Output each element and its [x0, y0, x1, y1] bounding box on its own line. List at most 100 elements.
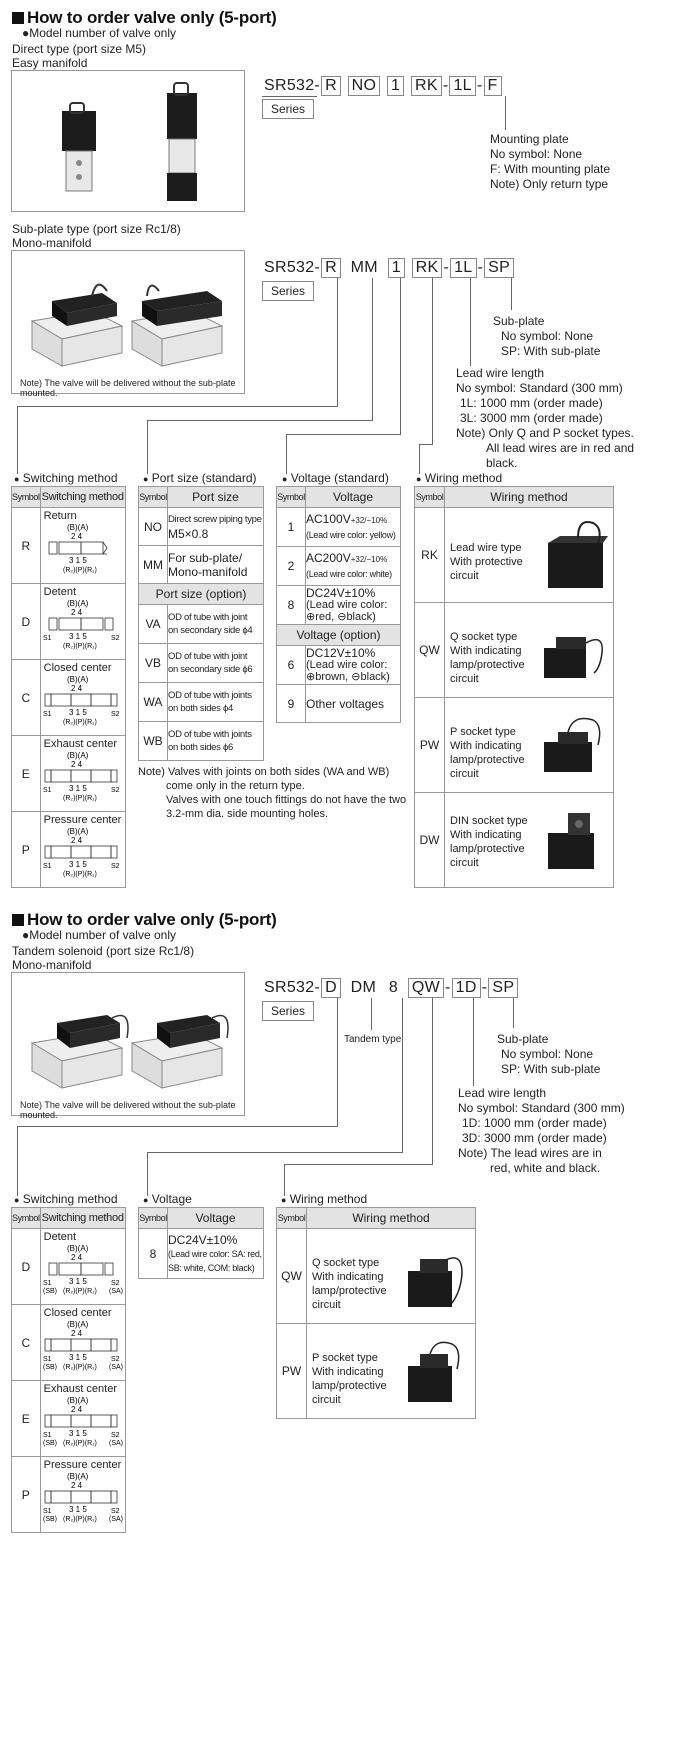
- tandem-voltage-title: ● Voltage: [143, 1192, 192, 1206]
- svg-text:(SB): (SB): [43, 1364, 57, 1371]
- tandem-leadwire-info: Lead wire length No symbol: Standard (30…: [458, 1086, 625, 1175]
- series-label-2: Series: [262, 281, 315, 301]
- section1-title: How to order valve only (5-port): [12, 8, 277, 28]
- direct-type-photo: [11, 70, 245, 212]
- svg-text:S1: S1: [43, 1432, 52, 1439]
- subplate-type-label: Sub-plate type (port size Rc1/8): [12, 222, 181, 236]
- voltage-title: ● Voltage (standard): [282, 471, 389, 485]
- svg-text:(R₂)(P)(R₁): (R₂)(P)(R₁): [63, 871, 97, 878]
- tandem-type-label: Tandem type: [344, 1034, 402, 1045]
- tandem-switching-title: ● Switching method: [14, 1192, 118, 1206]
- svg-text:2 4: 2 4: [71, 836, 83, 845]
- svg-text:(R₂)(P)(R₁): (R₂)(P)(R₁): [63, 643, 97, 650]
- svg-text:S2: S2: [111, 1508, 120, 1515]
- svg-text:S2: S2: [111, 1432, 120, 1439]
- section2-subtitle: ●Model number of valve only: [22, 928, 176, 942]
- wiring-title: ● Wiring method: [416, 471, 503, 485]
- svg-text:3 1 5: 3 1 5: [69, 1505, 87, 1514]
- svg-text:3 1 5: 3 1 5: [69, 556, 87, 565]
- tandem-subplate-info: Sub-plate No symbol: None SP: With sub-p…: [497, 1032, 601, 1076]
- svg-text:S2: S2: [111, 711, 120, 718]
- svg-text:(SA): (SA): [109, 1288, 123, 1295]
- svg-text:S1: S1: [43, 787, 52, 794]
- model-code-2: SR532-R MM 1 RK-1L-SP: [264, 258, 515, 278]
- svg-text:3 1 5: 3 1 5: [69, 1429, 87, 1438]
- svg-text:S1: S1: [43, 1356, 52, 1363]
- tandem-wiring-title: ● Wiring method: [281, 1192, 368, 1206]
- model-code-3: SR532-D DM 8 QW-1D-SP: [264, 978, 519, 998]
- svg-text:S1: S1: [43, 1280, 52, 1287]
- tandem-sub: Mono-manifold: [12, 958, 92, 972]
- svg-text:2 4: 2 4: [71, 684, 83, 693]
- photo-note: Note) The valve will be delivered withou…: [20, 378, 236, 398]
- svg-text:S2: S2: [111, 863, 120, 870]
- tandem-label: Tandem solenoid (port size Rc1/8): [12, 944, 195, 958]
- svg-text:(B)(A): (B)(A): [67, 675, 89, 684]
- port-title: ● Port size (standard): [143, 471, 257, 485]
- svg-text:(SB): (SB): [43, 1516, 57, 1523]
- subplate-type-photo: Note) The valve will be delivered withou…: [11, 250, 245, 398]
- svg-text:(B)(A): (B)(A): [67, 1472, 89, 1481]
- svg-text:3 1 5: 3 1 5: [69, 784, 87, 793]
- svg-text:2 4: 2 4: [71, 1481, 83, 1490]
- mounting-plate-info: Mounting plate No symbol: None F: With m…: [490, 132, 611, 191]
- svg-text:S1: S1: [43, 635, 52, 642]
- svg-text:2 4: 2 4: [71, 1405, 83, 1414]
- svg-text:(SA): (SA): [109, 1440, 123, 1447]
- svg-text:2 4: 2 4: [71, 1253, 83, 1262]
- port-note: Note) Valves with joints on both sides (…: [138, 766, 407, 820]
- svg-text:(SB): (SB): [43, 1288, 57, 1295]
- svg-text:(R₂)(P)(R₁): (R₂)(P)(R₁): [63, 1516, 97, 1523]
- direct-type-sub: Easy manifold: [12, 56, 88, 70]
- svg-text:3 1 5: 3 1 5: [69, 708, 87, 717]
- svg-text:(B)(A): (B)(A): [67, 599, 89, 608]
- svg-text:(B)(A): (B)(A): [67, 1244, 89, 1253]
- direct-type-label: Direct type (port size M5): [12, 42, 147, 56]
- section2-title: How to order valve only (5-port): [12, 910, 277, 930]
- svg-text:(SA): (SA): [109, 1364, 123, 1371]
- svg-text:(B)(A): (B)(A): [67, 1320, 89, 1329]
- leadwire-info: Lead wire length No symbol: Standard (30…: [456, 366, 635, 470]
- svg-text:S1: S1: [43, 1508, 52, 1515]
- section1-subtitle: ●Model number of valve only: [22, 26, 176, 40]
- svg-text:3 1 5: 3 1 5: [69, 860, 87, 869]
- model-code-1: SR532-R NO 1 RK-1L-F: [264, 76, 503, 96]
- svg-text:S2: S2: [111, 787, 120, 794]
- series-label-1: Series: [262, 99, 315, 119]
- svg-text:3 1 5: 3 1 5: [69, 632, 87, 641]
- svg-text:2 4: 2 4: [71, 608, 83, 617]
- svg-text:(R₂)(P)(R₁): (R₂)(P)(R₁): [63, 1364, 97, 1371]
- svg-text:(B)(A): (B)(A): [67, 751, 89, 760]
- svg-text:(R₂)(P)(R₁): (R₂)(P)(R₁): [63, 719, 97, 726]
- svg-text:S2: S2: [111, 1356, 120, 1363]
- svg-text:2 4: 2 4: [71, 532, 83, 541]
- svg-text:(R₂)(P)(R₁): (R₂)(P)(R₁): [63, 567, 97, 574]
- svg-text:S2: S2: [111, 635, 120, 642]
- svg-text:3 1 5: 3 1 5: [69, 1353, 87, 1362]
- svg-text:S1: S1: [43, 863, 52, 870]
- svg-text:S2: S2: [111, 1280, 120, 1287]
- subplate-info: Sub-plate No symbol: None SP: With sub-p…: [493, 314, 601, 358]
- svg-text:(B)(A): (B)(A): [67, 523, 89, 532]
- tandem-photo: Note) The valve will be delivered withou…: [11, 972, 245, 1120]
- svg-text:2 4: 2 4: [71, 760, 83, 769]
- svg-text:(R₂)(P)(R₁): (R₂)(P)(R₁): [63, 1440, 97, 1447]
- svg-text:(SB): (SB): [43, 1440, 57, 1447]
- svg-text:(R₂)(P)(R₁): (R₂)(P)(R₁): [63, 1288, 97, 1295]
- switching-title: ● Switching method: [14, 471, 118, 485]
- svg-text:(B)(A): (B)(A): [67, 1396, 89, 1405]
- svg-text:S1: S1: [43, 711, 52, 718]
- svg-text:(SA): (SA): [109, 1516, 123, 1523]
- series-label-3: Series: [262, 1001, 315, 1021]
- tandem-photo-note: Note) The valve will be delivered withou…: [20, 1100, 236, 1120]
- svg-text:2 4: 2 4: [71, 1329, 83, 1338]
- subplate-type-sub: Mono-manifold: [12, 236, 92, 250]
- svg-text:(R₂)(P)(R₁): (R₂)(P)(R₁): [63, 795, 97, 802]
